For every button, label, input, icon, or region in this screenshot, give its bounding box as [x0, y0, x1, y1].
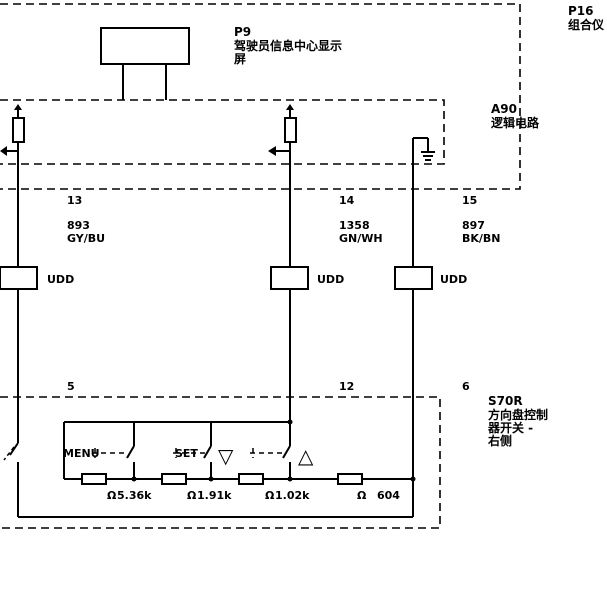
pullup-arrow-icon	[14, 104, 22, 110]
resistor-3-icon	[238, 473, 264, 485]
wire-2-pin-bottom: 12	[339, 380, 354, 393]
p9-code: P9	[234, 25, 251, 39]
a90-code: A90	[491, 102, 517, 116]
resistor-1-icon	[81, 473, 107, 485]
signal-arrow-icon	[268, 146, 276, 156]
wire-2-color: GN/WH	[339, 232, 383, 245]
p16-module-outline	[0, 3, 521, 190]
resistor-1-value: 5.36k	[117, 489, 152, 502]
wire-897	[394, 137, 435, 479]
wire-1-pin-top: 13	[67, 194, 82, 207]
p9-display-box	[100, 27, 190, 65]
down-triangle-icon: ▽	[218, 444, 234, 468]
switch-contact-icon	[9, 442, 19, 456]
switch-set-contact-icon	[203, 445, 212, 459]
resistor-2-unit: Ω	[187, 489, 197, 502]
resistor-4-icon	[337, 473, 363, 485]
connector-udd-3	[394, 266, 433, 290]
wire-1-circuit: 893	[67, 219, 90, 232]
wire-1-connector: UDD	[47, 273, 74, 286]
switch-ladder	[3, 419, 416, 518]
wire-2-pin-top: 14	[339, 194, 355, 207]
ground-icon	[421, 151, 435, 161]
wire-1-color: GY/BU	[67, 232, 105, 245]
connector-udd-2	[270, 266, 309, 290]
wire-2-circuit: 1358	[339, 219, 370, 232]
pullup-arrow-icon	[286, 104, 294, 110]
p9-name-line1: 驾驶员信息中心显示	[233, 38, 342, 53]
switch-down-contact-icon	[282, 445, 291, 459]
pullup-resistor-icon	[284, 117, 297, 143]
wire-893	[0, 104, 38, 517]
wire-2-connector: UDD	[317, 273, 344, 286]
resistor-4-value: 604	[377, 489, 400, 502]
wire-3-pin-bottom: 6	[462, 380, 470, 393]
a90-logic-outline	[0, 99, 445, 165]
wire-1358	[268, 104, 309, 422]
wire-1-pin-bottom: 5	[67, 380, 75, 393]
signal-arrow-icon	[0, 146, 7, 156]
menu-switch-label: MENU	[63, 447, 100, 460]
resistor-3-value: 1.02k	[275, 489, 310, 502]
resistor-2-icon	[161, 473, 187, 485]
wire-3-connector: UDD	[440, 273, 467, 286]
s70r-name-line2: 器开关 -	[487, 420, 533, 435]
wire-3-pin-top: 15	[462, 194, 477, 207]
p16-name: 组合仪	[568, 17, 605, 32]
resistor-4-unit: Ω	[357, 489, 367, 502]
up-triangle-icon: △	[298, 444, 314, 468]
resistor-3-unit: Ω	[265, 489, 275, 502]
a90-name: 逻辑电路	[491, 115, 540, 130]
wire-3-circuit: 897	[462, 219, 485, 232]
connector-udd-1	[0, 266, 38, 290]
s70r-code: S70R	[488, 394, 523, 408]
p16-code: P16	[568, 4, 594, 18]
s70r-name-line3: 右侧	[487, 433, 512, 448]
pullup-resistor-icon	[12, 117, 25, 143]
wire-3-color: BK/BN	[462, 232, 501, 245]
resistor-1-unit: Ω	[107, 489, 117, 502]
set-switch-label: SET	[175, 447, 198, 460]
s70r-name-line1: 方向盘控制	[488, 407, 548, 422]
switch-menu-contact-icon	[126, 445, 135, 459]
resistor-2-value: 1.91k	[197, 489, 232, 502]
p9-name-line2: 屏	[233, 52, 246, 66]
